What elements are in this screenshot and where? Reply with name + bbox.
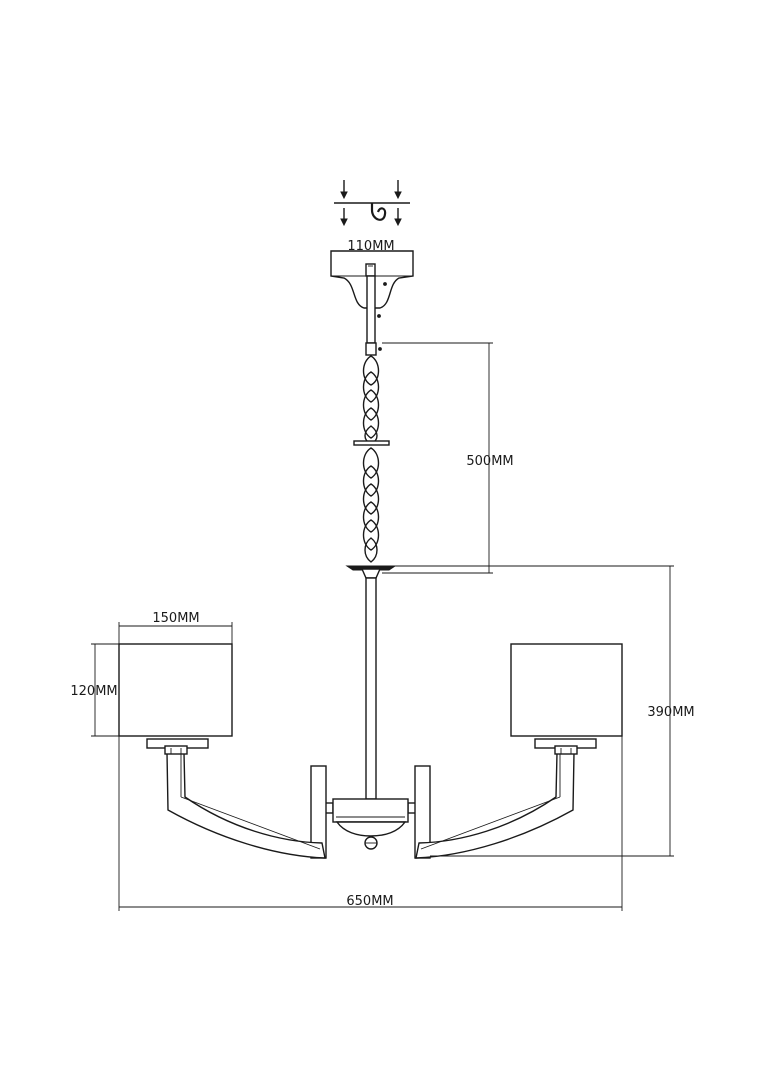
- shade-width-dimension: [118, 622, 233, 644]
- shade-width-label: 150MM: [152, 611, 199, 626]
- shade-height-label: 120MM: [70, 684, 117, 699]
- screw-icon: [340, 180, 348, 200]
- chain-length-dimension: [382, 342, 493, 574]
- canopy-width-label: 110MM: [347, 239, 394, 254]
- overall-width-dimension: [118, 736, 623, 911]
- right-lamp-holder: [534, 738, 597, 755]
- suspension-chain: [353, 347, 390, 563]
- right-lamp-shade: [510, 643, 623, 737]
- upper-rod: [365, 275, 377, 356]
- screw-icon: [394, 208, 402, 227]
- shade-height-dimension: [91, 643, 119, 737]
- ceiling-hook-icon: [370, 203, 387, 221]
- screw-icon: [394, 180, 402, 200]
- left-arm: [166, 752, 327, 859]
- left-lamp-holder: [146, 738, 209, 755]
- mounting-hardware: [334, 180, 410, 227]
- chain-length-label: 500MM: [466, 454, 513, 469]
- left-lamp-shade: [118, 643, 233, 737]
- body-height-label: 390MM: [647, 705, 694, 720]
- screw-icon: [340, 208, 348, 227]
- central-stem: [345, 565, 397, 800]
- central-hub: [321, 798, 420, 850]
- body-height-dimension: [395, 565, 674, 857]
- right-arm: [414, 752, 575, 859]
- overall-width-label: 650MM: [346, 894, 393, 909]
